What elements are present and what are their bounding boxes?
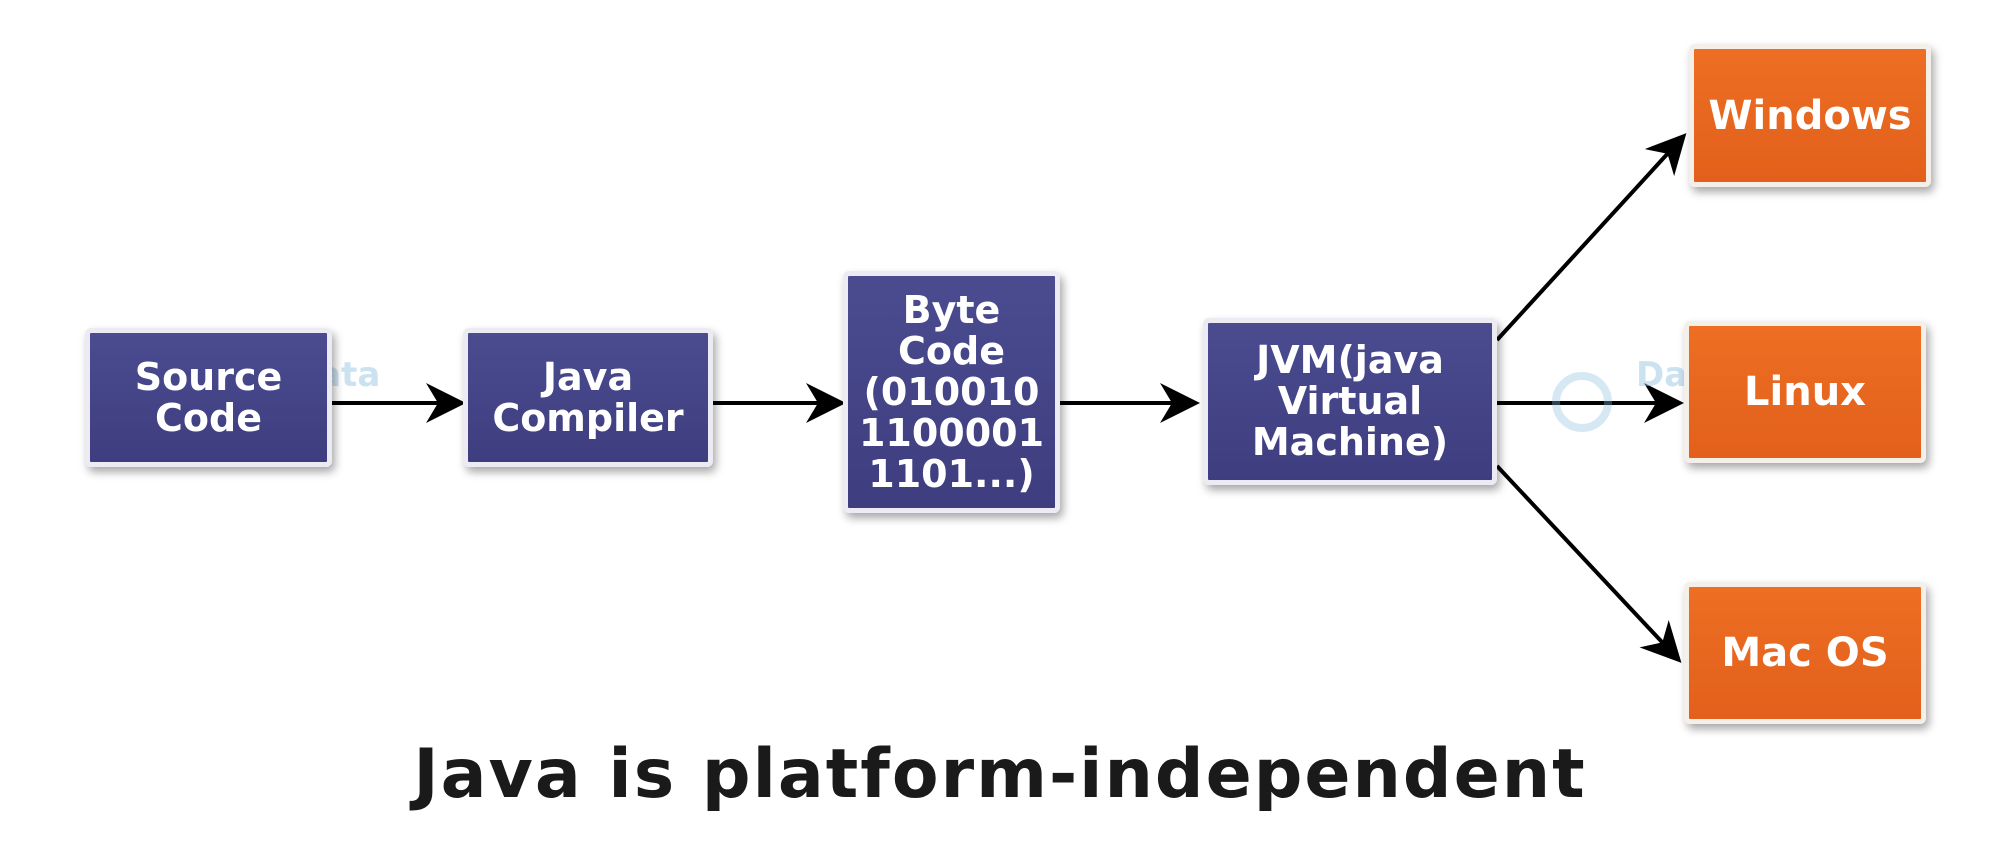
- node-java-compiler: Java Compiler: [463, 328, 713, 467]
- node-jvm: JVM(java Virtual Machine): [1203, 318, 1497, 485]
- node-linux: Linux: [1684, 321, 1926, 463]
- node-byte-code: Byte Code (010010 1100001 1101...): [843, 271, 1060, 513]
- diagram-caption: Java is platform-independent: [413, 735, 1587, 814]
- node-windows: Windows: [1689, 44, 1931, 187]
- node-source-code: Source Code: [85, 328, 332, 467]
- arrow-jvm-to-macos: [1495, 464, 1682, 663]
- node-mac-os: Mac OS: [1684, 582, 1926, 724]
- arrow-jvm-to-windows: [1495, 133, 1687, 342]
